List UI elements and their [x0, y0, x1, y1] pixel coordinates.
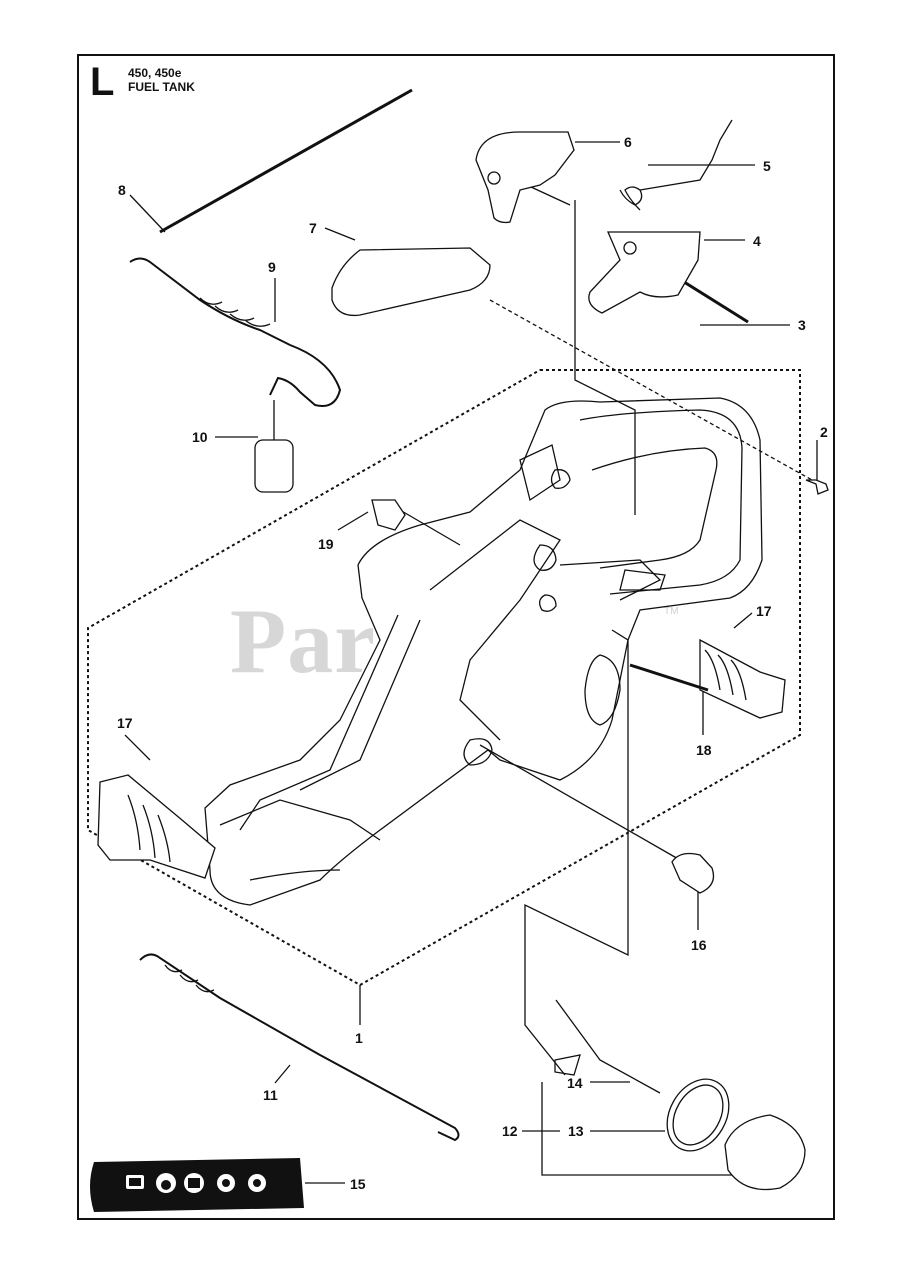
callout-10: 10 — [192, 429, 208, 445]
callout-2: 2 — [820, 424, 828, 440]
callout-9: 9 — [268, 259, 276, 275]
callout-13: 13 — [568, 1123, 584, 1139]
callout-17-left: 17 — [117, 715, 133, 731]
callout-5: 5 — [763, 158, 771, 174]
watermark-trademark: TM — [664, 606, 679, 617]
callout-18: 18 — [696, 742, 712, 758]
callout-17-right: 17 — [756, 603, 772, 619]
callout-7: 7 — [309, 220, 317, 236]
screw-drawing — [805, 479, 829, 495]
callout-12: 12 — [502, 1123, 518, 1139]
callout-16: 16 — [691, 937, 707, 953]
callout-4: 4 — [753, 233, 761, 249]
callout-11: 11 — [263, 1087, 278, 1103]
fuel-tank-body-drawing — [204, 397, 763, 906]
callout-3: 3 — [798, 317, 806, 333]
diagram-title: FUEL TANK — [128, 80, 195, 94]
callout-1: 1 — [355, 1030, 363, 1046]
diagram-frame — [77, 54, 835, 1220]
assembly-boundary — [87, 369, 801, 987]
callout-15: 15 — [350, 1176, 366, 1192]
callout-14: 14 — [567, 1075, 583, 1091]
callout-8: 8 — [118, 182, 126, 198]
callout-6: 6 — [624, 134, 632, 150]
section-letter: L — [90, 60, 115, 104]
model-numbers: 450, 450e — [128, 66, 182, 80]
callout-19: 19 — [318, 536, 334, 552]
